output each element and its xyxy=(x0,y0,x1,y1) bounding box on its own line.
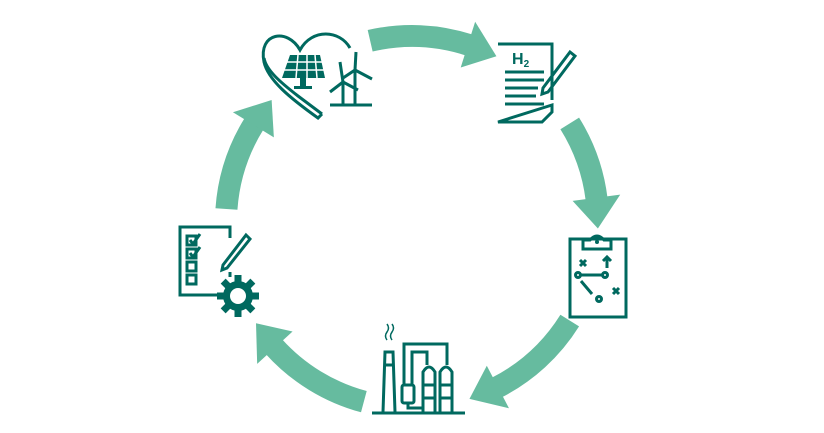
cycle-arrow-body xyxy=(215,117,264,211)
heart-solar-wind-icon xyxy=(261,32,373,120)
cycle-arrow-head xyxy=(232,99,274,138)
cycle-arrow-head xyxy=(469,365,509,409)
industrial-plant-icon xyxy=(372,323,465,415)
cycle-arrow-body xyxy=(491,314,580,398)
cycle-arrow-body xyxy=(367,25,473,56)
checklist-gear-icon xyxy=(178,225,259,317)
cycle-arrows xyxy=(215,21,621,413)
h2-label: H2 xyxy=(512,51,530,70)
strategy-clipboard-icon xyxy=(568,234,628,319)
cycle-arrow-body xyxy=(560,117,608,201)
cycle-arrow-head xyxy=(256,323,293,364)
cycle-arrow-head xyxy=(460,21,497,68)
cycle-arrow-body xyxy=(265,338,367,413)
cycle-arrow-head xyxy=(572,194,621,229)
hydrogen-document-icon: H2 xyxy=(497,42,578,124)
